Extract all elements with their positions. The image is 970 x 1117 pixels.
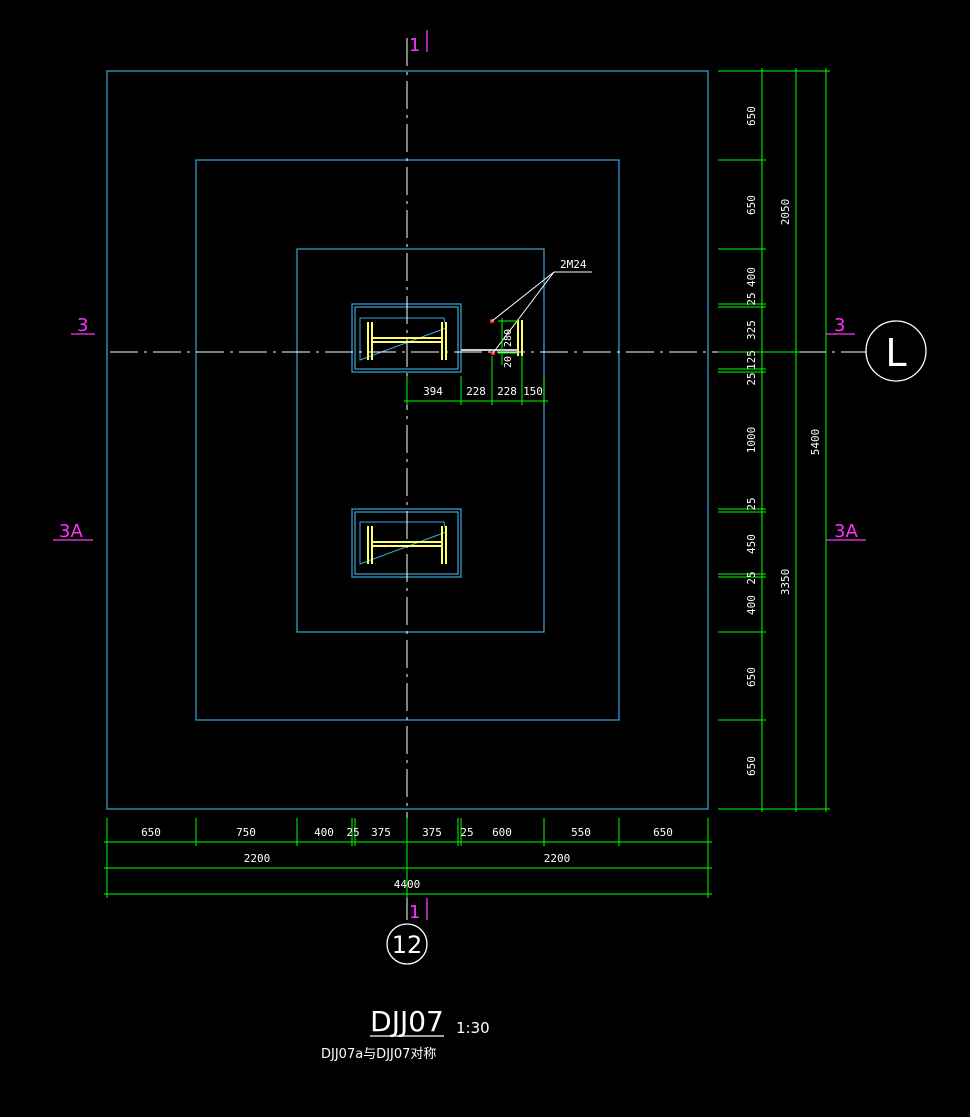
dim-r1-12: 650	[745, 667, 758, 687]
axis-label-12: 12	[392, 931, 423, 959]
bolt-dimensions: 394 228 228 150 280 20	[423, 329, 543, 398]
dim-bolt-1: 228	[466, 385, 486, 398]
dim-bolt-col-1: 20	[503, 356, 514, 368]
dim-b1-4: 375	[371, 826, 391, 839]
dim-b1-1: 750	[236, 826, 256, 839]
dim-b1-7: 600	[492, 826, 512, 839]
dim-r1-7: 1000	[745, 427, 758, 454]
axis-bubble-12	[386, 923, 428, 965]
h-beam-top	[367, 322, 447, 360]
dim-b1-6: 25	[460, 826, 473, 839]
bottom-dimensions: 650 750 400 25 375 375 25 600 550 650 22…	[141, 826, 673, 891]
dim-bolt-0: 394	[423, 385, 443, 398]
section-label-left-3: 3	[77, 315, 88, 336]
bolt-label: 2M24	[560, 258, 587, 271]
dim-b1-5: 375	[422, 826, 442, 839]
dim-r1-0: 650	[745, 106, 758, 126]
dim-r1-11: 400	[745, 595, 758, 615]
drawing-subtitle: DJJ07a与DJJ07对称	[321, 1047, 436, 1062]
dim-r2-1: 3350	[779, 569, 792, 596]
dim-b-total: 4400	[394, 878, 421, 891]
anchor-plate	[517, 320, 523, 356]
dim-r1-9: 450	[745, 534, 758, 554]
axis-label-l: L	[885, 331, 906, 375]
dim-bolt-2: 228	[497, 385, 517, 398]
dim-b1-3: 25	[346, 826, 359, 839]
section-label-left-3a: 3A	[59, 521, 83, 542]
dim-r1-3: 400	[745, 267, 758, 287]
dim-r2-0: 2050	[779, 199, 792, 226]
dim-r1-4: 325	[745, 320, 758, 340]
dim-r1-8: 25	[745, 497, 758, 510]
center-lines	[110, 38, 866, 920]
steel-sections	[367, 320, 523, 564]
dim-b1-9: 650	[653, 826, 673, 839]
section-marks	[53, 30, 866, 920]
section-label-right-3: 3	[834, 315, 845, 336]
section-label-bottom: 1	[409, 902, 420, 923]
dim-r1-10: 25	[745, 571, 758, 584]
outer-step-outline	[106, 70, 709, 810]
dim-bolt-3: 150	[523, 385, 543, 398]
dim-b1-0: 650	[141, 826, 161, 839]
drawing-scale: 1:30	[456, 1019, 490, 1037]
dimension-lines	[104, 68, 830, 898]
dim-r1-13: 650	[745, 756, 758, 776]
title-block: DJJ07 1:30 DJJ07a与DJJ07对称	[321, 1005, 490, 1062]
dim-b1-2: 400	[314, 826, 334, 839]
dim-b1-8: 550	[571, 826, 591, 839]
section-label-top: 1	[409, 35, 420, 56]
bolt-leader	[491, 271, 592, 354]
inner-pedestal-outline	[296, 248, 545, 633]
drawing-title: DJJ07	[370, 1005, 444, 1038]
dim-r-total: 5400	[809, 429, 822, 456]
dim-r1-6: 25	[745, 372, 758, 385]
section-label-right-3a: 3A	[834, 521, 858, 542]
dim-r1-5: 125	[745, 350, 758, 370]
axis-bubble-l	[865, 320, 927, 382]
dim-r1-1: 650	[745, 195, 758, 215]
dim-bolt-col-0: 280	[503, 329, 514, 347]
dim-b2-1: 2200	[544, 852, 571, 865]
right-dimensions: 650 650 25 400 325 125 25 1000 25 450 25…	[745, 106, 822, 776]
dim-b2-0: 2200	[244, 852, 271, 865]
dim-r1-2: 25	[745, 292, 758, 305]
